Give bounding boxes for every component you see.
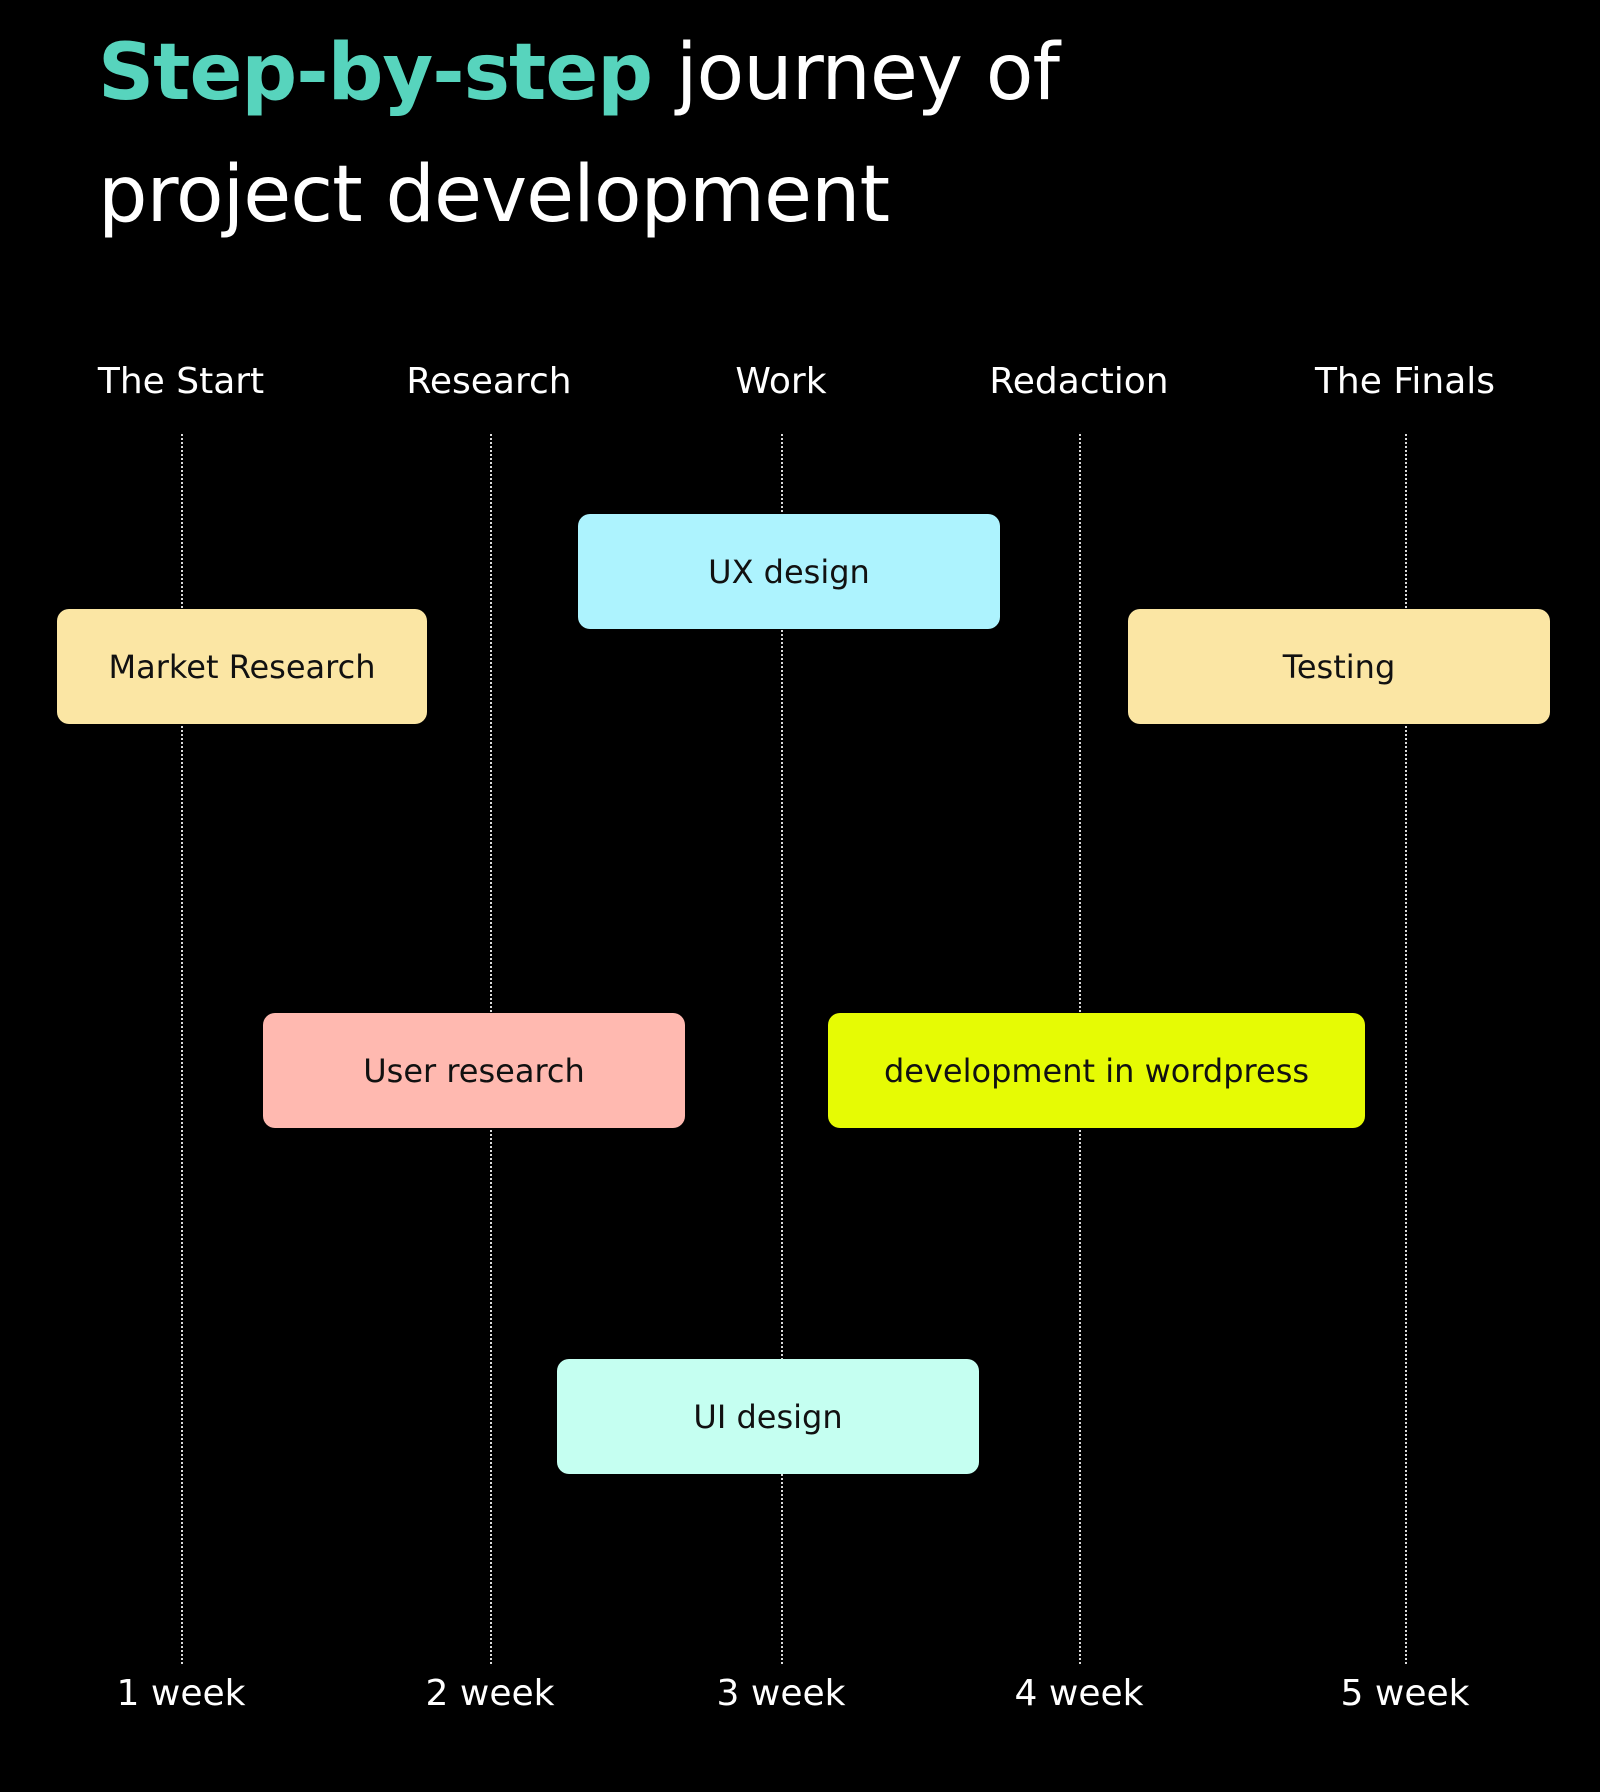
task-development-in-wordpress: development in wordpress xyxy=(828,1013,1365,1128)
phase-header-work: Work xyxy=(735,361,827,402)
week-label-4: 4 week xyxy=(1014,1673,1144,1714)
task-ui-design: UI design xyxy=(557,1359,979,1474)
phase-header-the-start: The Start xyxy=(97,361,265,402)
phase-header-redaction: Redaction xyxy=(989,361,1169,402)
title-line2: project development xyxy=(98,150,890,240)
title-highlight: Step-by-step xyxy=(98,28,653,118)
week-label-2: 2 week xyxy=(425,1673,555,1714)
task-ux-design: UX design xyxy=(578,514,1000,629)
title-rest-line1: journey of xyxy=(652,28,1060,118)
task-user-research: User research xyxy=(263,1013,685,1128)
phase-header-research: Research xyxy=(406,361,572,402)
task-testing: Testing xyxy=(1128,609,1550,724)
week-label-3: 3 week xyxy=(716,1673,846,1714)
guide-line-week-3 xyxy=(781,434,783,1664)
guide-line-week-1 xyxy=(181,434,183,1664)
page-title: Step-by-step journey of project developm… xyxy=(98,12,1518,256)
phase-header-the-finals: The Finals xyxy=(1314,361,1496,402)
week-label-1: 1 week xyxy=(116,1673,246,1714)
week-label-5: 5 week xyxy=(1340,1673,1470,1714)
task-market-research: Market Research xyxy=(57,609,427,724)
guide-line-week-5 xyxy=(1405,434,1407,1664)
